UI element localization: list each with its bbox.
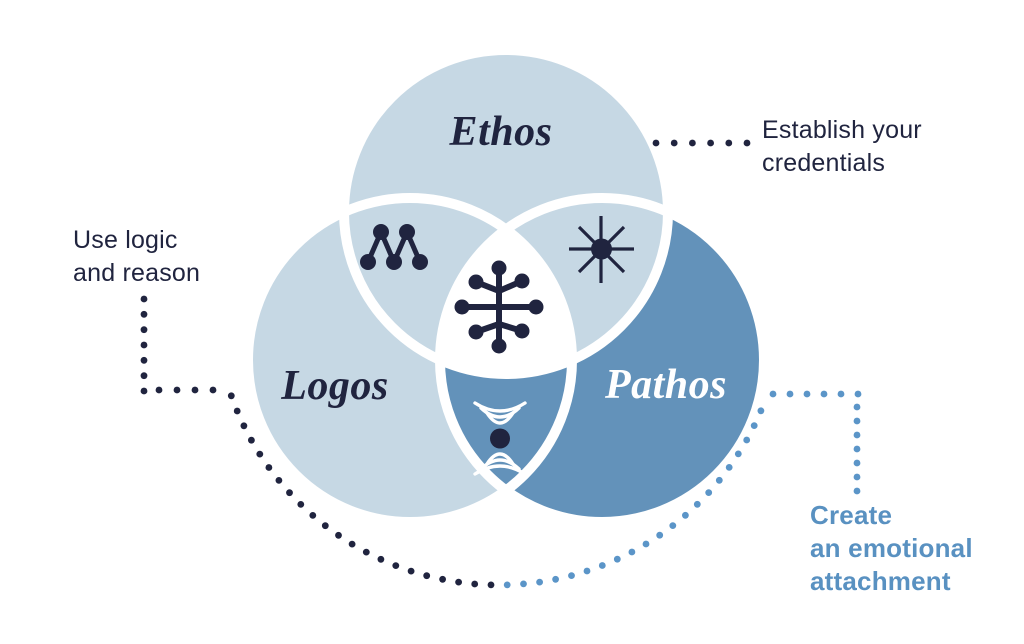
dotted-leader-lines	[140, 139, 862, 589]
bottom-arc-dot	[669, 522, 677, 529]
bottom-arc-dot	[377, 555, 385, 563]
bottom-arc-dot	[520, 580, 527, 588]
bottom-arc-dot	[392, 562, 400, 569]
attraction-waves-icon	[473, 401, 527, 476]
ethos-circle-label: Ethos	[449, 109, 553, 155]
annotation-line: Establish your	[762, 116, 922, 144]
pathos-leader-dot-horizontal	[837, 390, 845, 398]
bottom-arc-dot	[642, 540, 650, 548]
logos-leader-dot-vertical	[140, 387, 148, 395]
bottom-arc-dot	[583, 567, 591, 575]
bottom-arc-dot	[682, 511, 689, 519]
pathos-leader-dot-horizontal	[820, 390, 828, 398]
pathos-circle-label: Pathos	[604, 362, 728, 408]
logos-leader-dot-vertical	[140, 326, 148, 334]
logos-leader-dot-horizontal	[155, 386, 163, 394]
bottom-arc-dot	[715, 476, 723, 484]
bottom-arc-dot	[628, 548, 636, 556]
bottom-arc-dot	[362, 548, 370, 556]
bottom-arc-dot	[335, 531, 342, 539]
pathos-annotation: Create an emotional attachment	[810, 499, 973, 598]
bottom-arc-dot	[455, 578, 462, 586]
bottom-arc-dot	[309, 512, 317, 519]
ethos-leader-dot	[689, 139, 696, 147]
bottom-arc-dot	[598, 562, 606, 569]
bottom-arc-dot	[757, 407, 765, 415]
bottom-arc-dot	[233, 407, 241, 415]
pathos-leader-dot-vertical	[853, 403, 861, 411]
ethos-leader-dot	[743, 139, 751, 147]
pathos-leader-dot-vertical	[853, 459, 861, 467]
spark-star-icon	[569, 216, 634, 283]
logos-leader-dot-vertical	[140, 310, 148, 318]
logos-leader-dot-vertical	[140, 341, 148, 349]
network-nodes-icon	[360, 224, 428, 270]
branching-node-icon	[454, 260, 544, 354]
annotation-line: an emotional	[810, 533, 973, 563]
pathos-leader-dot-vertical	[853, 487, 861, 495]
logos-leader-dot-horizontal	[173, 386, 181, 394]
bottom-arc-dot	[613, 555, 621, 563]
bottom-arc-dot	[286, 489, 293, 497]
pathos-leader-dot-vertical	[853, 445, 861, 453]
pathos-leader-dot-horizontal	[786, 390, 794, 398]
logos-leader-dot-vertical	[140, 295, 148, 303]
annotation-line: and reason	[73, 259, 201, 287]
logos-leader-dot-vertical	[140, 372, 148, 380]
bottom-arc-dot	[743, 436, 751, 444]
pathos-leader-dot-horizontal	[854, 390, 862, 398]
logos-annotation: Use logic and reason	[73, 224, 200, 290]
bottom-arc-dot	[423, 572, 431, 580]
logos-leader-dot-horizontal	[209, 386, 217, 394]
bottom-arc-dot	[503, 581, 511, 589]
bottom-arc-dot	[256, 450, 264, 458]
bottom-arc-dot	[240, 422, 248, 430]
bottom-arc-dot	[725, 464, 733, 471]
annotation-line: attachment	[810, 566, 951, 596]
bottom-arc-dot	[487, 581, 495, 589]
ethos-leader-dot	[652, 139, 660, 147]
bottom-arc-dot	[536, 578, 543, 586]
pathos-leader-dot-horizontal	[803, 390, 811, 398]
bottom-arc-dot	[407, 567, 415, 575]
pathos-leader-dot-vertical	[853, 417, 861, 425]
bottom-arc-dot	[750, 422, 758, 429]
bottom-arc-dot	[321, 522, 329, 530]
logos-leader-dot-horizontal	[191, 386, 199, 394]
ethos-leader-dot	[725, 139, 733, 147]
bottom-arc-dot	[265, 464, 273, 471]
segment-gaps	[243, 45, 769, 527]
bottom-arc-dot	[568, 572, 575, 579]
ethos-leader-dot	[707, 139, 714, 147]
bottom-arc-dot	[471, 580, 479, 588]
bottom-arc-dot	[297, 501, 305, 508]
bottom-arc-dot	[248, 436, 255, 444]
ethos-annotation: Establish your credentials	[762, 114, 922, 180]
bottom-arc-dot	[227, 392, 235, 400]
bottom-arc-dot	[439, 575, 446, 583]
bottom-arc-dot	[552, 575, 559, 583]
bottom-arc-dot	[656, 531, 664, 539]
bottom-arc-dot	[734, 450, 742, 458]
annotation-line: Use logic	[73, 226, 178, 254]
ethos-leader-dot	[670, 139, 678, 147]
bottom-arc-dot	[348, 540, 356, 548]
annotation-line: credentials	[762, 149, 886, 177]
logos-leader-dot-vertical	[140, 356, 148, 364]
bottom-arc-dot	[705, 489, 713, 496]
pathos-leader-dot-vertical	[853, 473, 861, 481]
pathos-leader-dot-horizontal	[769, 390, 777, 398]
pathos-leader-dot-vertical	[853, 431, 861, 439]
bottom-arc-dot	[275, 477, 283, 484]
annotation-line: Create	[810, 500, 893, 530]
bottom-arc-dot	[693, 500, 701, 508]
logos-circle-label: Logos	[281, 363, 389, 409]
